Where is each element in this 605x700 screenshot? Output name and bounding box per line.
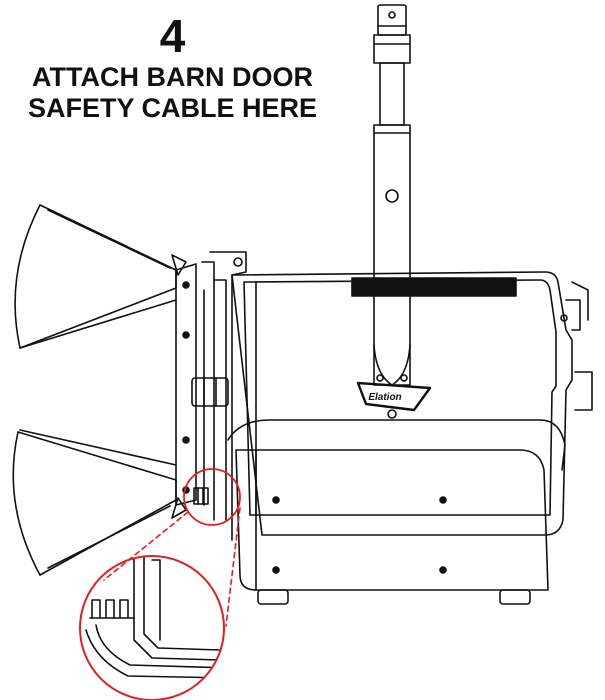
step-number: 4 <box>159 10 186 62</box>
instruction-line-2: SAFETY CABLE HERE <box>27 93 318 123</box>
instruction-line-1: ATTACH BARN DOOR <box>32 62 313 92</box>
lower-housing <box>227 419 566 605</box>
callout-source-circle <box>183 468 241 526</box>
callout-magnifier-circle <box>79 555 225 700</box>
yoke-pivot <box>356 344 432 419</box>
front-flange <box>191 251 247 521</box>
cable-attachment-point <box>193 487 209 505</box>
fixture-housing <box>231 271 593 541</box>
magnified-detail <box>85 556 224 679</box>
brand-logo: Elation <box>368 392 401 403</box>
barn-door-leaves <box>12 204 177 576</box>
callout-leader-left <box>103 511 189 581</box>
callout-leader-right <box>225 507 241 627</box>
instruction-title: 4 ATTACH BARN DOOR SAFETY CABLE HERE <box>0 10 345 124</box>
yoke-pole <box>373 4 411 386</box>
